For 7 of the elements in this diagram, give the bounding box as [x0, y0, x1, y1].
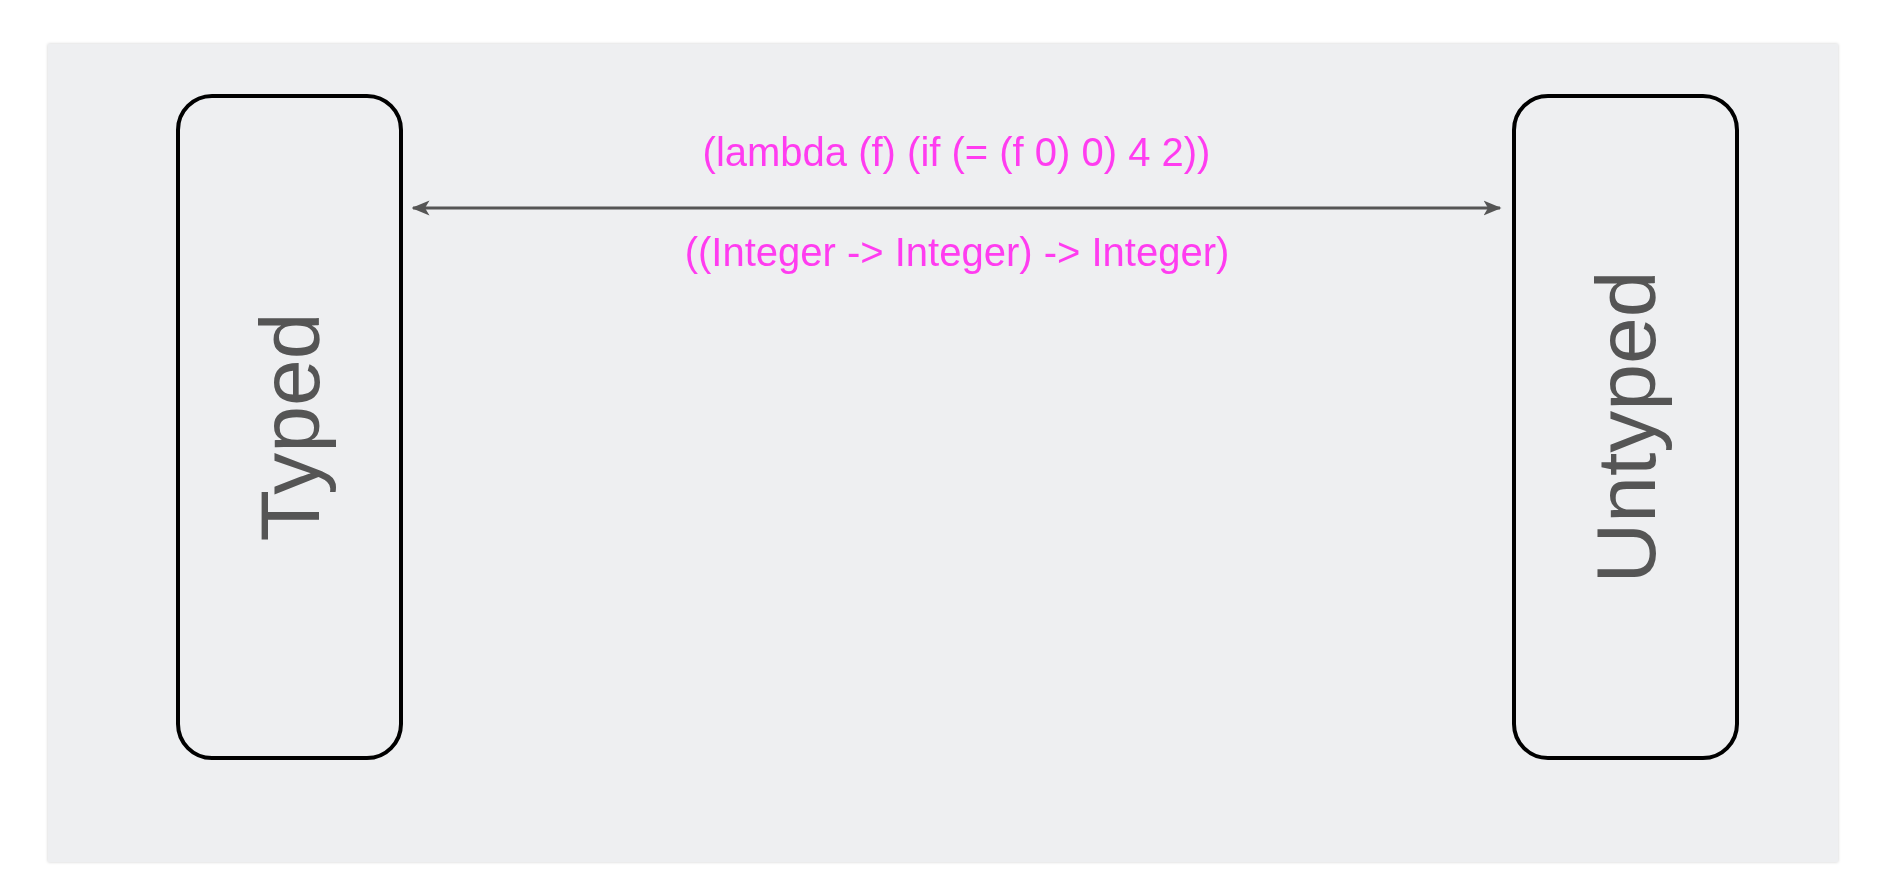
box-label: Typed: [241, 312, 337, 542]
box-label: Untyped: [1577, 270, 1673, 584]
double-headed-arrow: [411, 200, 1502, 216]
edge-label: (lambda (f) (if (= (f 0) 0) 4 2)): [702, 130, 1211, 175]
rounded-box: [176, 94, 403, 760]
rounded-box: [1512, 94, 1739, 760]
type-annotation: ((Integer -> Integer) -> Integer): [684, 230, 1230, 275]
